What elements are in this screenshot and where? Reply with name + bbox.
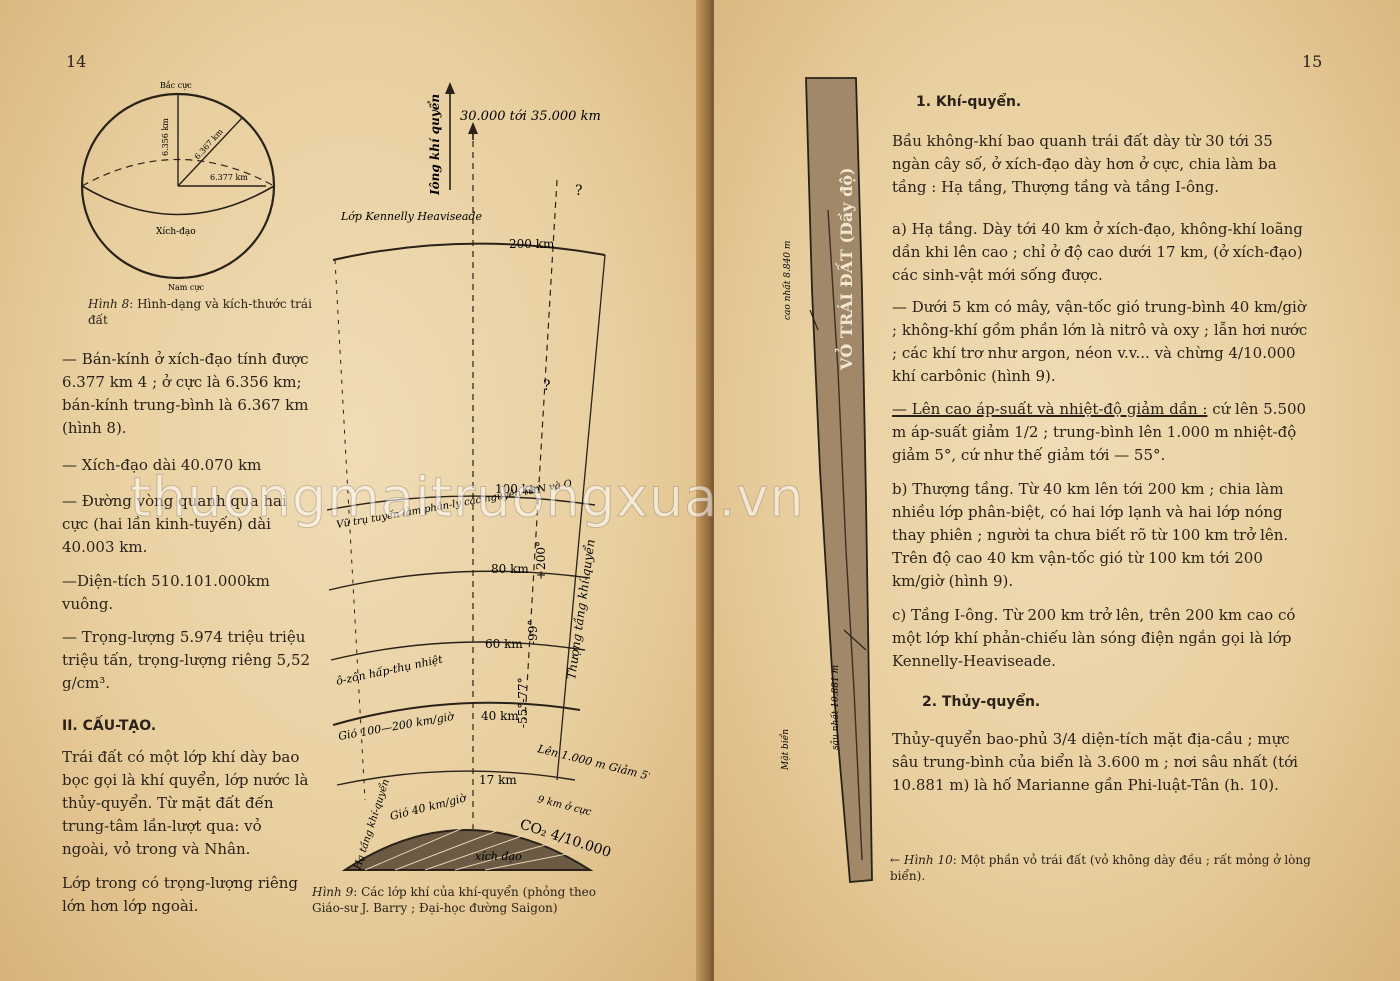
page-number-left: 14 [66, 52, 87, 71]
label-bac-cuc: Bắc cực [160, 81, 192, 90]
label-alt-40: 40 km [481, 709, 519, 723]
label-temp-plus200: +200° [534, 541, 548, 580]
label-xich-dao-ground: xích đạo [475, 850, 522, 863]
paragraph-trong-luong: — Trọng-lượng 5.974 triệu triệu triệu tấ… [62, 628, 311, 692]
label-temp-minus99: -99° [526, 620, 540, 645]
label-cao-nhat: cao nhất 8.840 m [782, 241, 793, 320]
paragraph-lop-trong: Lớp trong có trọng-lượng riêng lớn hơn l… [62, 874, 299, 915]
label-alt-17: 17 km [479, 773, 517, 787]
label-vo-trai-dat: VỎ TRÁI ĐẤT (Dầy độ) [833, 167, 856, 371]
label-question-top: ? [575, 183, 583, 199]
label-r1: 6.356 km [161, 118, 170, 156]
heading-khi-quyen: 1. Khí-quyển. [916, 94, 1022, 110]
page-number-right: 15 [1302, 52, 1323, 71]
paragraph-duoi-5km: — Dưới 5 km có mây, vận-tốc gió trung-bì… [892, 298, 1308, 385]
paragraph-bau-khong-khi: Bầu không-khí bao quanh trái đất dày từ … [892, 132, 1277, 196]
label-top-altitude: 30.000 tới 35.000 km [460, 109, 601, 124]
paragraph-ban-kinh: — Bán-kính ở xích-đạo tính được 6.377 km… [62, 350, 309, 437]
label-ozon: ô-zôn hấp-thụ nhiệt [335, 653, 445, 688]
label-r3: 6.377 km [210, 173, 248, 182]
label-thuong-tang: Thượng tầng khí-quyển [563, 538, 598, 680]
label-temp-55-77: -55°-77° [516, 677, 530, 728]
fig8-caption-prefix: Hình 8 [88, 297, 130, 311]
left-page: 14 Bắc cực Nam cực Xích-đạo 6.356 km 6.3… [0, 0, 706, 981]
paragraph-duong-vong: — Đường vòng quanh qua hai cực (hai lần … [62, 492, 287, 556]
figure-10-crust: VỎ TRÁI ĐẤT (Dầy độ) cao nhất 8.840 m sâ… [779, 77, 873, 883]
underlined-phrase: — Lên cao áp-suất và nhiệt-độ giảm dần : [892, 400, 1208, 418]
label-alt-60: 60 km [485, 637, 523, 651]
label-gio-40: Gió 40 km/giờ [389, 791, 469, 823]
label-mat-bien: Mặt biển [779, 729, 791, 771]
paragraph-tang-iong: c) Tầng I-ông. Từ 200 km trở lên, trên 2… [892, 606, 1296, 670]
label-xich-dao: Xích-đạo [156, 226, 196, 237]
fig8-caption-text: : Hình-dạng và kích-thước trái đất [88, 297, 312, 327]
label-len-cao: Lên 1.000 m Giảm 5° [535, 742, 650, 784]
paragraph-dien-tich: —Diện-tích 510.101.000km vuông. [62, 572, 270, 613]
label-r2: 6.367 km [193, 127, 225, 161]
label-question-mid: ? [543, 378, 551, 394]
figure-9-caption: Hình 9: Các lớp khí của khí-quyển (phỏng… [312, 884, 612, 916]
label-cuc: 9 km ở cực [536, 794, 593, 818]
figure-10-caption: ← Hình 10: Một phần vỏ trái đất (vỏ khôn… [890, 852, 1340, 884]
paragraph-ap-suat: — Lên cao áp-suất và nhiệt-độ giảm dần :… [892, 398, 1312, 467]
label-sau-nhat: sâu nhất 10.881 m [830, 665, 841, 750]
label-gio-100-200: Gió 100—200 km/giờ [337, 710, 456, 743]
figure-8-caption: Hình 8: Hình-dạng và kích-thước trái đất [88, 296, 328, 328]
figure-8-globe: Bắc cực Nam cực Xích-đạo 6.356 km 6.367 … [80, 81, 276, 292]
heading-thuy-quyen: 2. Thủy-quyển. [922, 694, 1041, 710]
label-kennelly: Lớp Kennelly Heaviseade [340, 210, 482, 223]
paragraph-trai-dat: Trái đất có một lớp khí dày bao bọc gọi … [62, 748, 309, 858]
fig9-caption-prefix: Hình 9 [312, 885, 354, 899]
paragraph-ha-tang: a) Hạ tầng. Dày tới 40 km ở xích-đạo, kh… [892, 220, 1303, 284]
label-vu-tru-tuyen: Vũ trụ tuyến làm phân-ly các nguyên tử N… [336, 479, 573, 531]
paragraph-thuong-tang: b) Thượng tầng. Từ 40 km lên tới 200 km … [892, 480, 1289, 590]
paragraph-xich-dao: — Xích-đạo dài 40.070 km [62, 456, 262, 474]
label-alt-200: 200 km [509, 237, 555, 251]
label-nam-cuc: Nam cực [168, 283, 205, 292]
fig10-caption-text: : Một phần vỏ trái đất (vỏ không dày đều… [890, 853, 1311, 883]
fig9-caption-text: : Các lớp khí của khí-quyển (phỏng theo … [312, 885, 597, 915]
fig10-caption-prefix: ← Hình 10 [890, 853, 953, 867]
figure-9-atmosphere: 30.000 tới 35.000 km Iông khí quyển Lớp … [326, 82, 650, 872]
label-alt-100: 100 km [495, 482, 541, 496]
paragraph-thuy-quyen: Thủy-quyển bao-phủ 3/4 diện-tích mặt địa… [892, 730, 1298, 794]
ap-suat-rest: cứ lên 5.500 m áp-suất giảm 1/2 ; trung-… [892, 400, 1307, 464]
section-heading-cau-tao: II. CẤU-TẠO. [62, 718, 157, 734]
label-alt-80: 80 km [491, 562, 529, 576]
right-page: 15 VỎ TRÁI ĐẤT (Dầy độ) cao nhất 8.840 m… [714, 0, 1400, 981]
label-iong-khi-quyen: Iông khí quyển [427, 94, 442, 196]
